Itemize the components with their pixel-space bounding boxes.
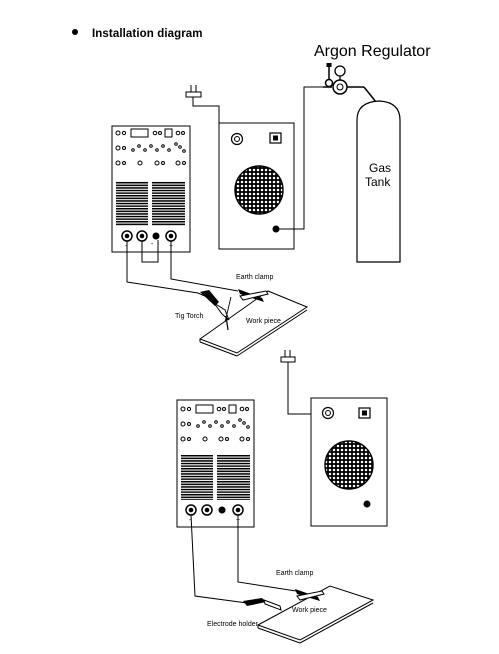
control-panel-top — [115, 128, 186, 166]
tig-torch-cable — [126, 241, 208, 298]
bullet-icon — [72, 29, 78, 35]
electrode-holder-label: Electrode holder — [207, 621, 259, 628]
electrode-holder-icon — [243, 598, 282, 611]
gas-inlet-icon — [230, 132, 244, 146]
vent-right-icon — [217, 455, 250, 500]
gas-inlet-icon — [321, 406, 335, 420]
earth-clamp-bottom-icon — [295, 589, 325, 601]
gas-outlet-icon — [363, 500, 371, 508]
welder-bottom: - + — [176, 399, 255, 528]
heading-text: Installation diagram — [92, 28, 203, 40]
work-piece-label-bottom: Work piece — [292, 607, 327, 614]
control-cable-top — [141, 240, 159, 263]
control-panel-bottom — [180, 404, 250, 442]
gas-tank-icon — [356, 100, 401, 263]
earth-cable-top — [170, 241, 239, 292]
vent-left-icon — [181, 455, 213, 500]
fan-grille-icon — [234, 165, 284, 215]
argon-regulator-label: Argon Regulator — [314, 43, 431, 60]
vent-right-icon — [152, 181, 185, 226]
cooler-unit-top — [218, 122, 295, 250]
plug-top — [185, 85, 220, 135]
tig-torch-icon — [200, 290, 232, 331]
earth-clamp-label-bottom: Earth clamp — [276, 570, 313, 577]
installation-diagram-heading: Installation diagram — [72, 28, 203, 40]
work-piece-label-top: Work piece — [246, 318, 281, 325]
gas-label: Gas — [369, 161, 391, 175]
argon-regulator-icon — [323, 63, 377, 103]
gas-hose-top — [276, 86, 323, 230]
plug-bottom — [280, 350, 311, 415]
cooler-unit-bottom — [310, 397, 388, 527]
svg-text:-: - — [151, 241, 154, 248]
tank-label: Tank — [365, 175, 391, 189]
fan-grille-icon — [324, 440, 374, 490]
electrode-cable — [190, 514, 248, 604]
earth-clamp-top-icon — [238, 289, 269, 302]
tig-torch-label: Tig Torch — [175, 313, 204, 320]
welder-top: - - + — [111, 125, 191, 253]
earth-cable-bottom — [237, 515, 297, 592]
vent-left-icon — [116, 181, 148, 226]
svg-text:-: - — [189, 517, 192, 524]
earth-clamp-label-top: Earth clamp — [236, 274, 273, 281]
work-piece-top — [198, 290, 309, 354]
